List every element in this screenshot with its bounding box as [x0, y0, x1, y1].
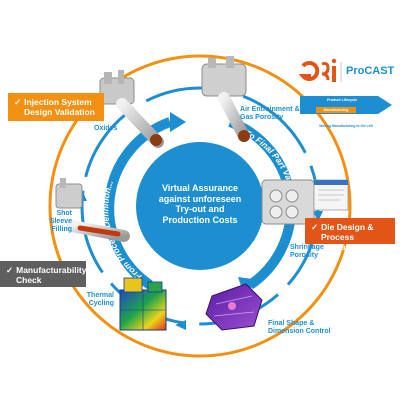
left-arc-arrowhead [170, 112, 186, 132]
callout-die-design: ✓Die Design & Process Validation [305, 218, 395, 252]
center-line-4: Production Costs [162, 214, 238, 225]
outer-cycle-ring [48, 54, 352, 358]
center-line-1: Virtual Assurance [161, 183, 239, 193]
product-name: ProCAST [346, 65, 395, 77]
ring-arrowhead-bottom [175, 320, 186, 330]
center-disc [136, 142, 264, 270]
final-shape-illustration [205, 283, 263, 331]
callout-manufacturability: ✓Manufacturability Check [0, 261, 87, 287]
stage-shot-sleeve: Shot Sleeve Filling [49, 210, 72, 233]
thermal-cycling-illustration [119, 277, 167, 331]
tagline: Moving Manufacturing to the Left [319, 124, 373, 128]
stage-oxides: Oxides [94, 125, 118, 132]
lifecycle-arrow [300, 96, 392, 114]
check-icon: ✓ [6, 265, 14, 275]
center-statement: Virtual Assurance against unforeseen Try… [138, 183, 262, 225]
oxides-illustration [99, 70, 164, 148]
ring-arrowhead-right [313, 211, 323, 222]
shot-sleeve-illustration [55, 178, 130, 242]
stage-final-shape: Final Shape & Dimension Control [268, 320, 331, 335]
stage-shrinkage: Shrinkage Porosity [290, 244, 324, 259]
stage-thermal-cycling: Thermal Cycling [86, 292, 114, 307]
esi-logo [298, 58, 337, 82]
shrinkage-illustration [261, 179, 349, 225]
center-line-3: Try-out and [175, 204, 225, 214]
check-icon: ✓ [311, 222, 319, 232]
callout-injection-system: ✓Injection System Design Validation [8, 93, 104, 121]
stage-air-entrainment: Air Entrainment & Gas Porosity [240, 106, 300, 121]
manufacturing-label: Manufacturing [323, 108, 349, 112]
air-entrainment-illustration [201, 56, 250, 142]
check-icon: ✓ [14, 97, 22, 107]
center-line-2: against unforeseen [158, 193, 242, 204]
lifecycle-label: Product Lifecycle [327, 98, 357, 102]
